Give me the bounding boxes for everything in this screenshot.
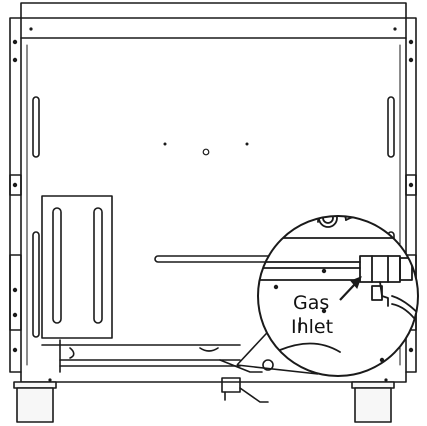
- leveling-leg-left: [13, 381, 57, 423]
- gas-inlet-arrow: [339, 276, 362, 301]
- center-hole: [202, 148, 210, 156]
- gas-inlet-pipe-small: [221, 377, 269, 403]
- leveling-leg-right: [351, 381, 395, 423]
- gas-inlet-label-line1: Gas: [293, 292, 329, 314]
- panel-slot-left: [32, 96, 40, 338]
- bottom-rail: [41, 339, 274, 373]
- screw-holes: [12, 27, 414, 382]
- panel-slot-center: [154, 255, 276, 263]
- service-cover-box: [41, 195, 113, 339]
- left-side-bracket: [9, 174, 22, 331]
- gas-inlet-label-line2: Inlet: [291, 316, 333, 338]
- magnified-inset: Gas Inlet: [257, 215, 419, 377]
